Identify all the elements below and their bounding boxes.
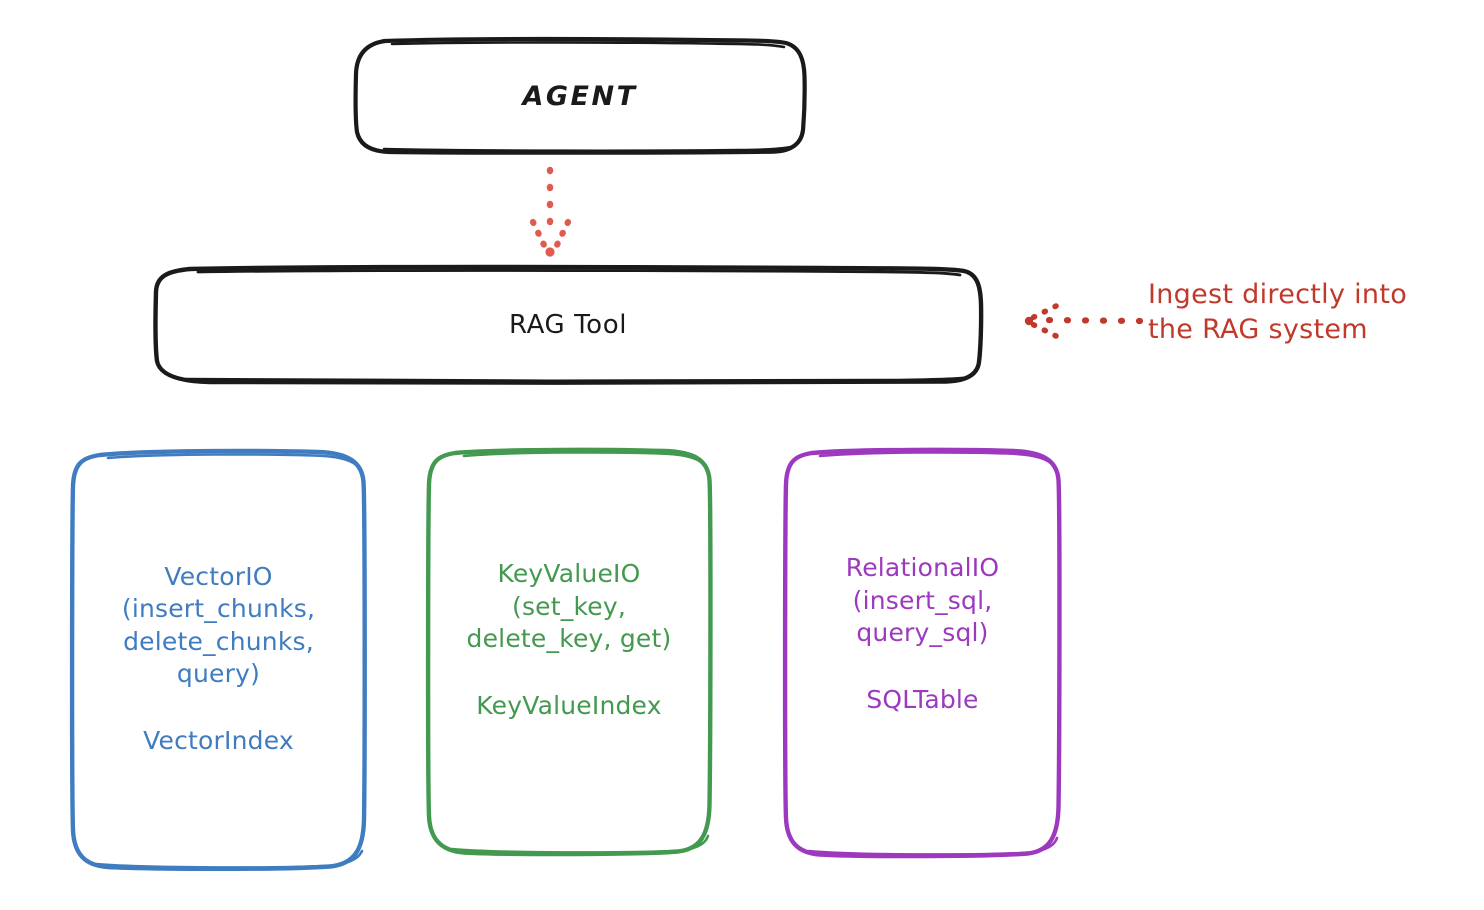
connector-agent-to-rag-tool [529, 166, 572, 257]
rag-tool-label: RAG Tool [508, 310, 628, 340]
node-key-value-io[interactable]: KeyValueIO (set_key, delete_key, get) Ke… [428, 450, 710, 853]
relational-io-box-outline [782, 447, 1062, 859]
relational-io-subtitle: SQLTable [866, 684, 979, 714]
rag-tool-box-outline [153, 264, 984, 385]
connector-annotation-to-rag-tool [1024, 303, 1144, 339]
key-value-io-subtitle: KeyValueIndex [476, 690, 662, 720]
vector-io-subtitle: VectorIndex [143, 725, 294, 755]
vector-io-title: VectorIO (insert_chunks, delete_chunks, … [121, 561, 316, 689]
node-relational-io[interactable]: RelationalIO (insert_sql, query_sql) SQL… [785, 450, 1060, 855]
agent-label: AGENT [522, 81, 638, 112]
node-rag-tool[interactable]: RAG Tool [155, 268, 981, 382]
key-value-io-title: KeyValueIO (set_key, delete_key, get) [466, 559, 672, 653]
relational-io-title: RelationalIO (insert_sql, query_sql) [845, 553, 1000, 647]
node-vector-io[interactable]: VectorIO (insert_chunks, delete_chunks, … [72, 450, 365, 868]
vector-io-box-outline [69, 448, 367, 872]
key-value-io-box-outline [425, 447, 713, 857]
ingest-annotation-label: Ingest directly into the RAG system [1148, 279, 1408, 345]
agent-box-outline [353, 36, 807, 155]
node-agent[interactable]: AGENT [355, 40, 805, 153]
